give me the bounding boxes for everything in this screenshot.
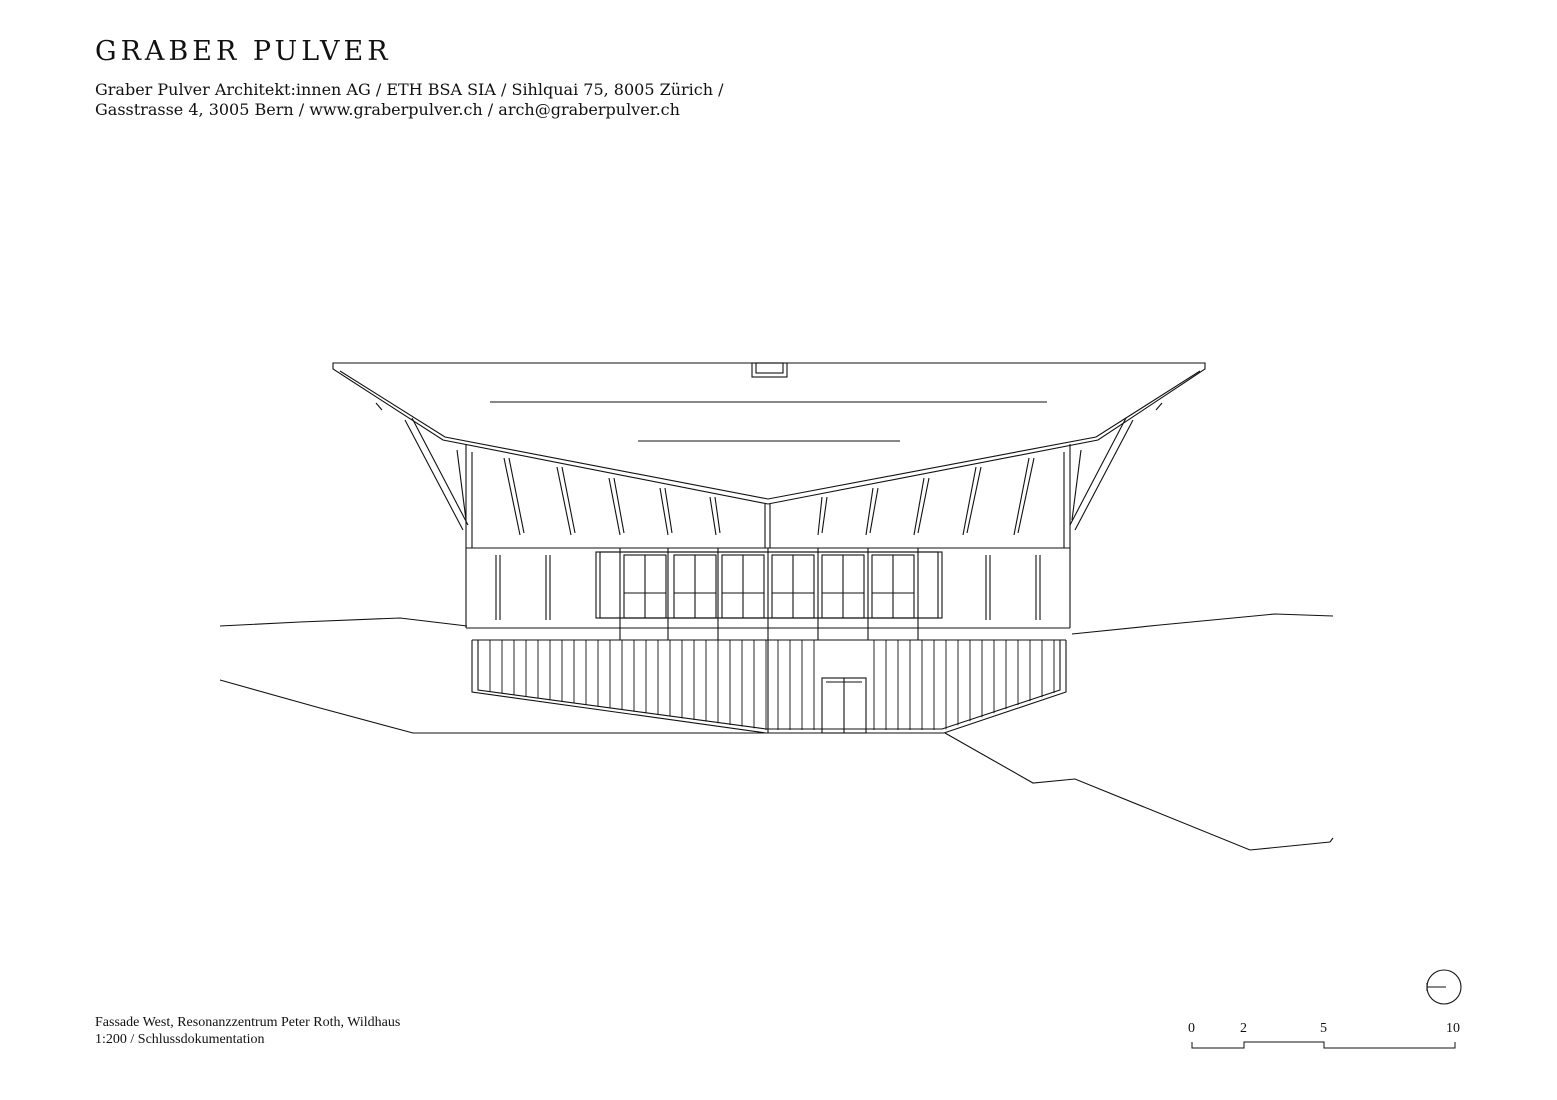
roof bbox=[332, 362, 1206, 505]
north-arrow-icon bbox=[1426, 969, 1462, 1005]
address-line-2: Gasstrasse 4, 3005 Bern / www.graberpulv… bbox=[95, 100, 680, 119]
lower-facade bbox=[471, 640, 1067, 734]
window-group-1 bbox=[623, 554, 667, 619]
scale-label: 10 bbox=[1446, 1021, 1460, 1036]
window-group-6 bbox=[871, 554, 915, 619]
caption-scale: 1:200 / Schlussdokumentation bbox=[95, 1032, 265, 1047]
upper-facade bbox=[465, 444, 1071, 549]
window-group-2 bbox=[673, 554, 717, 619]
scale-label: 0 bbox=[1188, 1021, 1195, 1036]
scale-bar bbox=[1191, 1041, 1456, 1049]
window-group-5 bbox=[821, 554, 865, 619]
scale-label: 2 bbox=[1240, 1021, 1247, 1036]
company-logo: GRABER PULVER bbox=[95, 36, 392, 67]
scale-label: 5 bbox=[1320, 1021, 1327, 1036]
roof-struts bbox=[375, 402, 1163, 531]
terrain-left bbox=[219, 617, 940, 734]
address-line-1: Graber Pulver Architekt:innen AG / ETH B… bbox=[95, 80, 724, 99]
company-address: Graber Pulver Architekt:innen AG / ETH B… bbox=[95, 80, 724, 120]
window-group-3 bbox=[721, 554, 765, 619]
middle-facade bbox=[465, 548, 1071, 733]
window-group-4 bbox=[771, 554, 815, 619]
caption-title: Fassade West, Resonanzzentrum Peter Roth… bbox=[95, 1015, 401, 1030]
drawing-caption: Fassade West, Resonanzzentrum Peter Roth… bbox=[95, 1014, 400, 1048]
terrain-right bbox=[944, 613, 1334, 851]
